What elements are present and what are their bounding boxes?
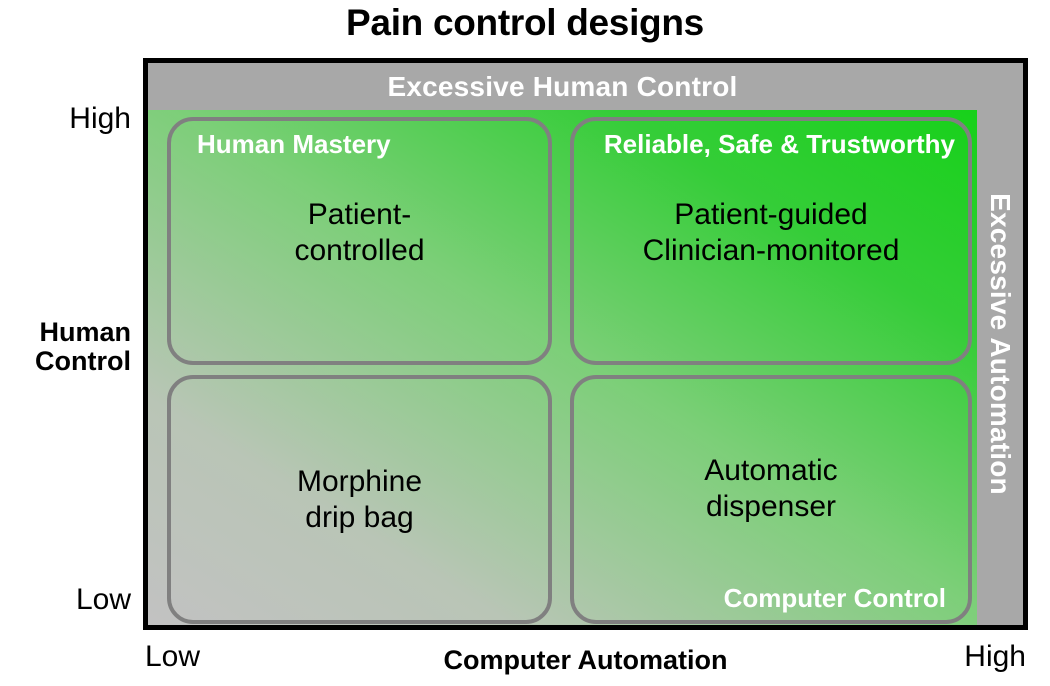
gradient-plot-area: Human Mastery Patient- controlled Reliab… (148, 110, 977, 625)
quadrant-bottom-right-body: Automatic dispenser (574, 357, 968, 620)
excessive-automation-label: Excessive Automation (985, 193, 1017, 495)
quadrant-bottom-left-line1: Morphine (296, 464, 423, 498)
quadrant-bottom-left-line2: drip bag (305, 500, 414, 534)
quadrant-top-left-line1: Patient- (307, 198, 412, 231)
y-axis-title: Human Control (0, 317, 131, 377)
quadrant-top-left-header: Human Mastery (197, 129, 391, 159)
matrix-frame: Excessive Human Control Excessive Automa… (143, 58, 1028, 630)
quadrant-bottom-right-line1: Automatic (704, 453, 838, 487)
quadrant-top-right[interactable]: Reliable, Safe & Trustworthy Patient-gui… (570, 117, 972, 365)
quadrant-bottom-left[interactable]: Morphine drip bag (167, 375, 552, 624)
quadrant-bottom-right-line2: dispenser (705, 489, 837, 523)
y-axis-title-line1: Human (39, 317, 131, 347)
quadrant-top-right-line2: Clinician-monitored (642, 234, 900, 267)
excessive-human-control-band: Excessive Human Control (148, 63, 977, 110)
y-axis-title-line2: Control (35, 346, 131, 377)
quadrant-top-right-header: Reliable, Safe & Trustworthy (603, 129, 955, 159)
y-axis-tick-high: High (69, 102, 131, 135)
excessive-human-control-label: Excessive Human Control (387, 70, 738, 102)
quadrant-top-left-line2: controlled (294, 234, 425, 267)
y-axis-tick-low: Low (75, 583, 131, 616)
x-axis-tick-low: Low (145, 640, 201, 673)
page-title: Pain control designs (346, 2, 704, 43)
quadrant-bottom-left-body: Morphine drip bag (171, 379, 548, 620)
quadrant-bottom-right-footer: Computer Control (723, 583, 946, 613)
quadrant-top-left[interactable]: Human Mastery Patient- controlled (167, 117, 552, 365)
quadrant-bottom-right[interactable]: Automatic dispenser Computer Control (570, 375, 972, 624)
x-axis-tick-high: High (964, 640, 1026, 673)
excessive-automation-band: Excessive Automation (977, 63, 1023, 625)
x-axis-title: Computer Automation (443, 645, 728, 675)
quadrant-top-right-line1: Patient-guided (674, 198, 868, 231)
